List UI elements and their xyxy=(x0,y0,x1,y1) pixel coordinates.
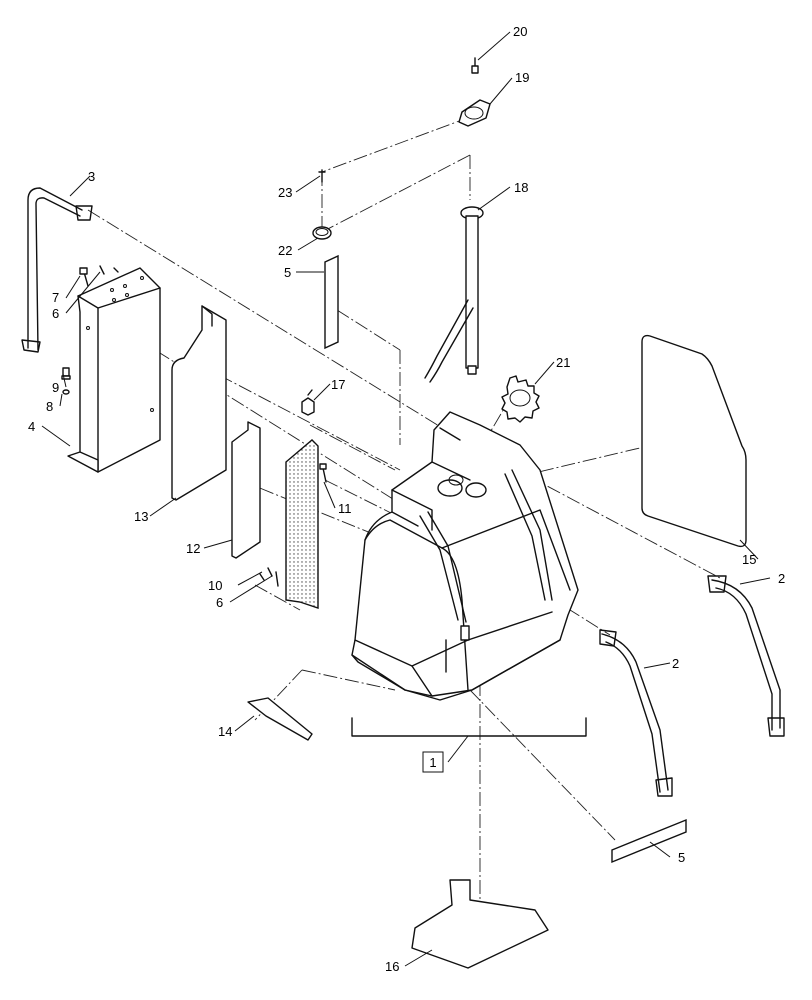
part-4-bracket xyxy=(67,267,161,473)
leader-lines xyxy=(41,31,771,967)
part-3-strap xyxy=(21,187,93,353)
part-14-pad xyxy=(247,697,313,741)
callout-3: 3 xyxy=(88,169,95,184)
callout-8: 8 xyxy=(46,399,53,414)
part-15-panel xyxy=(641,334,747,548)
part-21-fuel-cap xyxy=(501,375,540,423)
part-11-screw xyxy=(319,463,327,483)
part-16-mat xyxy=(411,879,549,969)
part-23-pin xyxy=(318,169,326,183)
callout-22: 22 xyxy=(278,243,292,258)
part-19-gasket xyxy=(458,99,491,127)
callout-15: 15 xyxy=(742,552,756,567)
callout-6a: 6 xyxy=(52,306,59,321)
callout-2a: 2 xyxy=(778,571,785,586)
part-2-strap-left xyxy=(599,629,673,797)
callout-5a: 5 xyxy=(284,265,291,280)
callout-14: 14 xyxy=(218,724,232,739)
callout-12: 12 xyxy=(186,541,200,556)
part-12-shield xyxy=(231,421,261,559)
part-1-fuel-tank xyxy=(351,411,579,701)
callout-4: 4 xyxy=(28,419,35,434)
part-17-fitting xyxy=(301,389,315,416)
callout-23: 23 xyxy=(278,185,292,200)
callout-16: 16 xyxy=(385,959,399,974)
callout-2b: 2 xyxy=(672,656,679,671)
callout-20: 20 xyxy=(513,24,527,39)
callout-5b: 5 xyxy=(678,850,685,865)
part-5-pad-upper xyxy=(324,254,339,350)
part-2-strap-right xyxy=(707,575,785,737)
callout-21: 21 xyxy=(556,355,570,370)
parts-7-6-9-8-fasteners xyxy=(61,265,119,395)
callout-19: 19 xyxy=(515,70,529,85)
callout-labels: 1 2 2 3 4 5 5 6 6 7 8 9 10 11 12 13 14 1… xyxy=(28,24,785,974)
part-5-pad-lower xyxy=(611,818,687,864)
callout-1: 1 xyxy=(429,755,436,770)
part-20-screw xyxy=(471,57,479,74)
part-13-shield xyxy=(171,305,227,501)
callout-7: 7 xyxy=(52,290,59,305)
assembly-bracket xyxy=(351,717,587,763)
callout-11: 11 xyxy=(338,501,352,516)
callout-18: 18 xyxy=(514,180,528,195)
callout-10: 10 xyxy=(208,578,222,593)
callout-17: 17 xyxy=(331,377,345,392)
insulation-pad xyxy=(259,439,319,609)
item-1-box xyxy=(422,751,444,773)
part-22-oring xyxy=(312,226,332,240)
part-18-fuel-sender xyxy=(424,206,484,383)
callout-9: 9 xyxy=(52,380,59,395)
callout-6b: 6 xyxy=(216,595,223,610)
callout-13: 13 xyxy=(134,509,148,524)
